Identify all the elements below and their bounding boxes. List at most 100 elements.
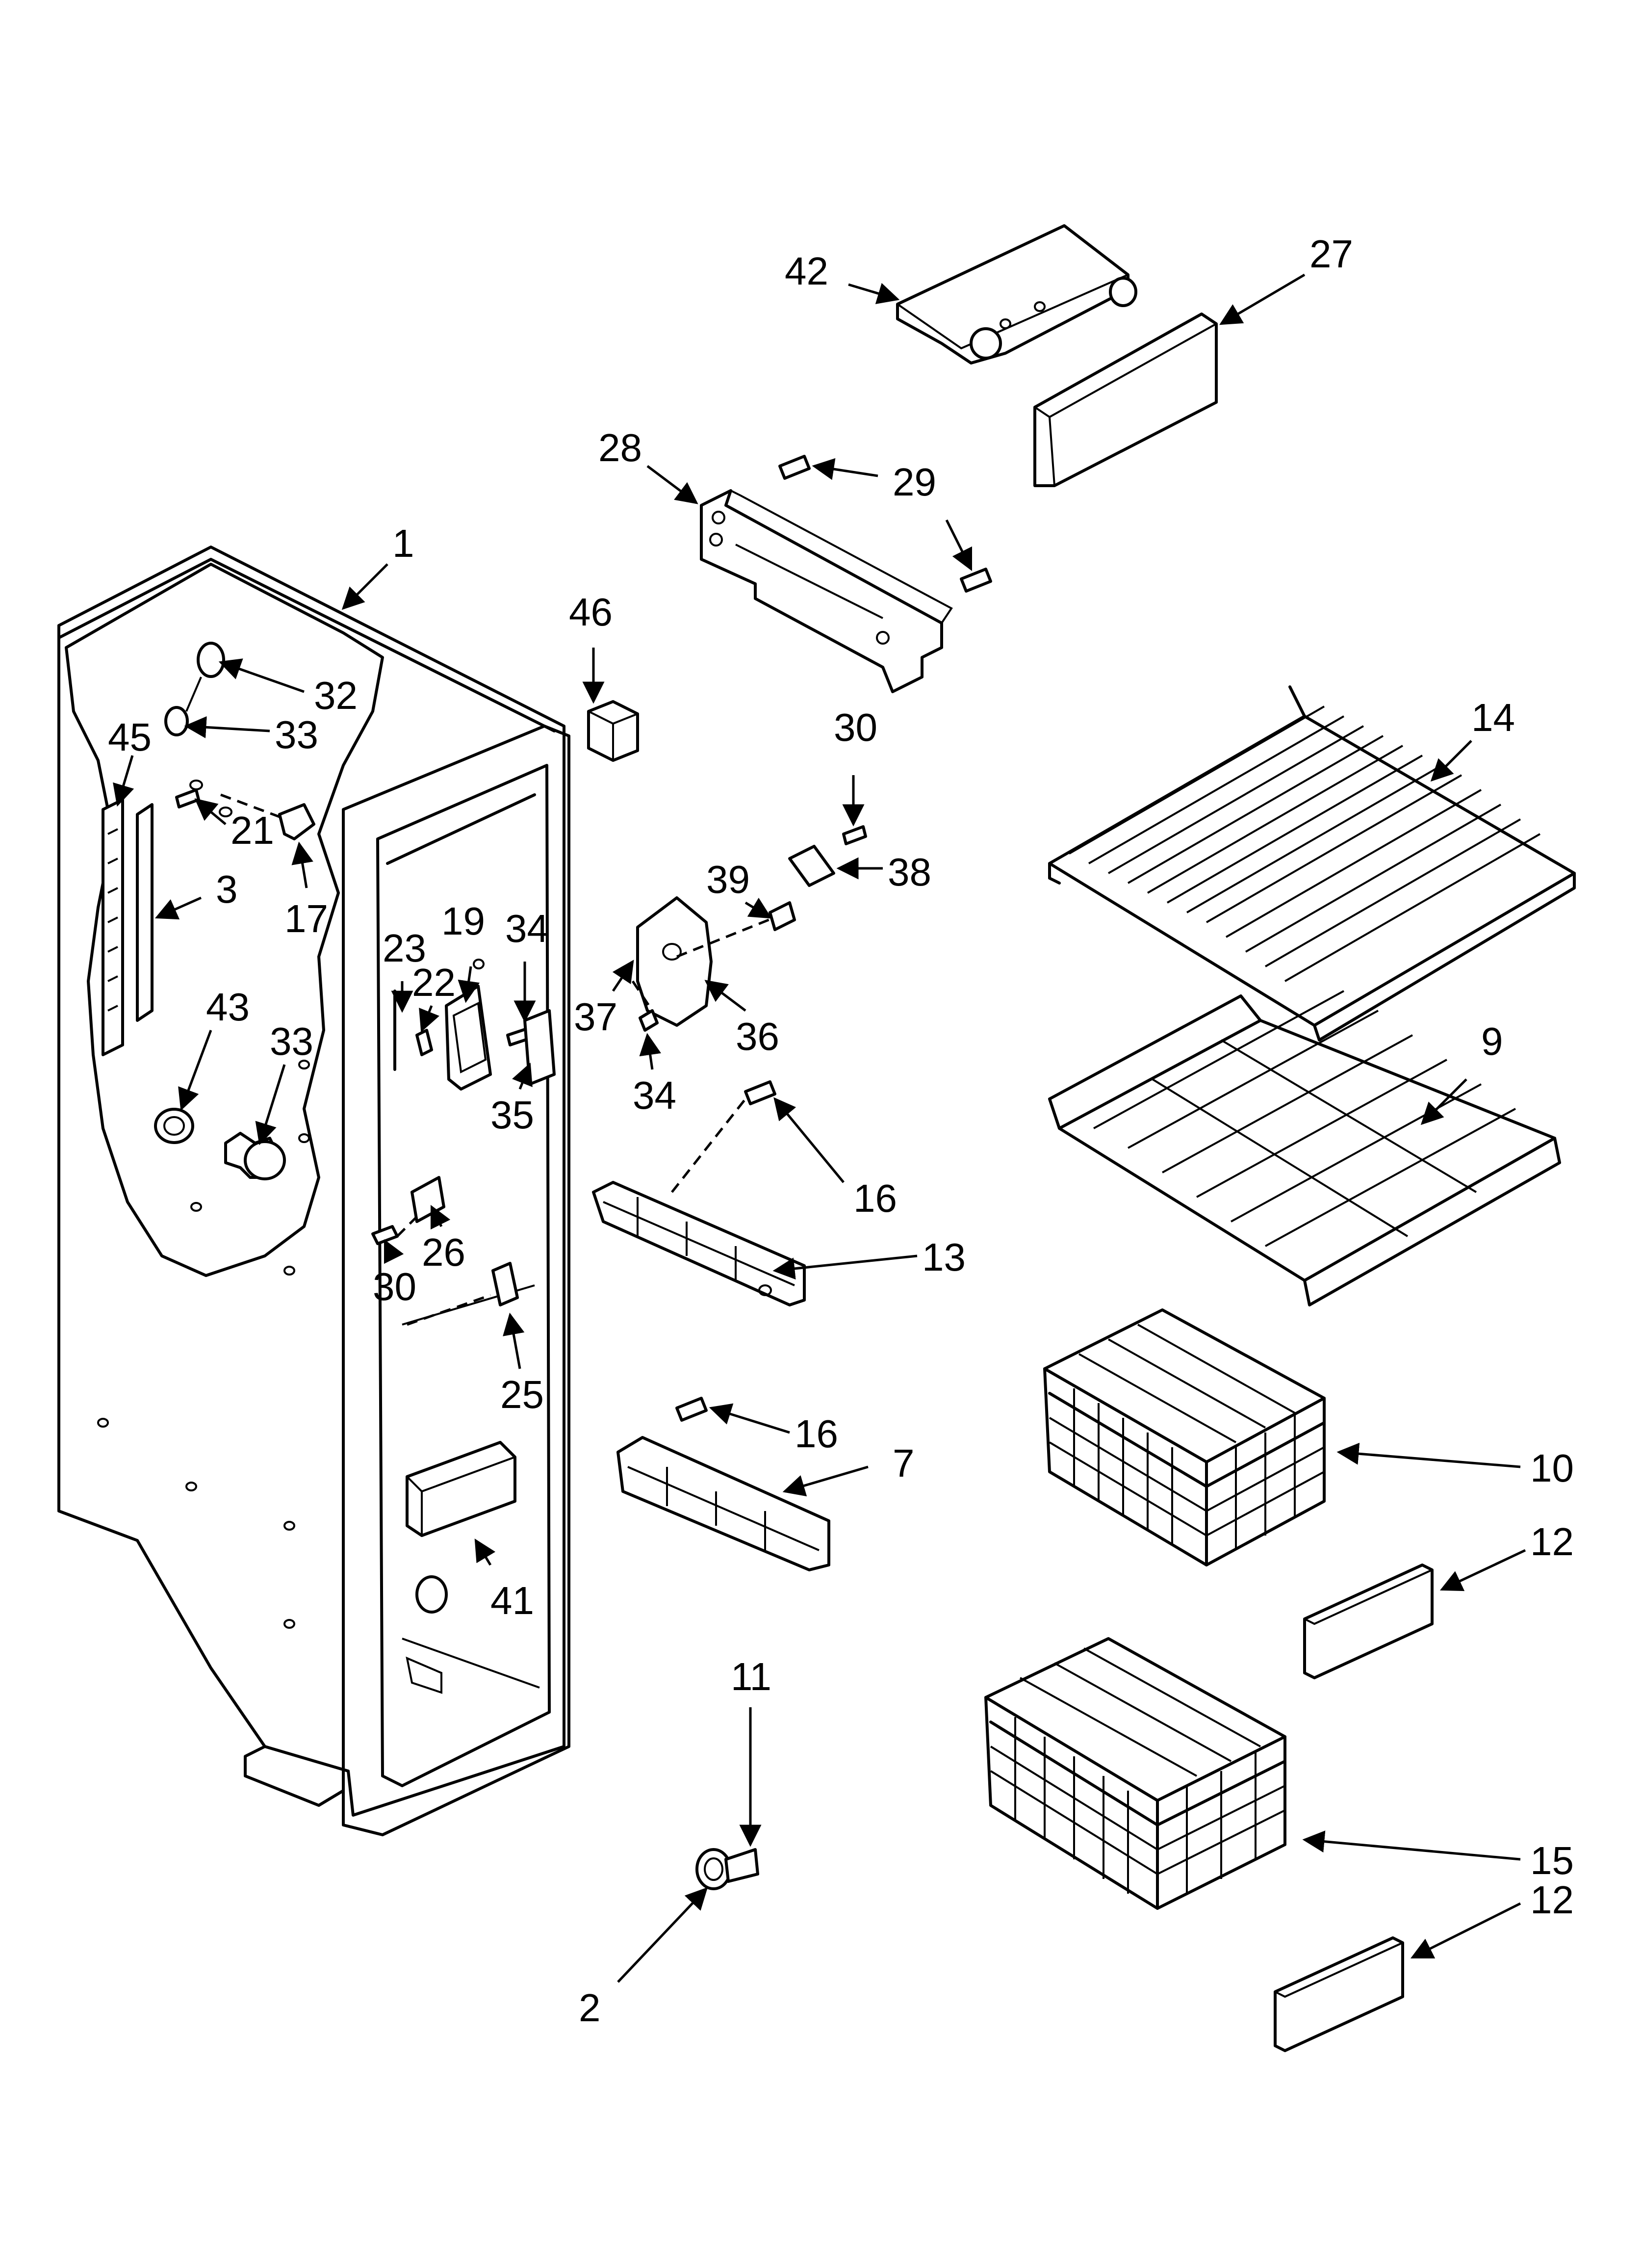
leader-26: [430, 1204, 451, 1230]
callout-34-right: 34: [633, 1073, 676, 1117]
callout-37: 37: [574, 995, 617, 1039]
basket-part-15: [984, 1637, 1286, 1910]
callout-11: 11: [731, 1655, 771, 1698]
upper-light-socket-part: [164, 642, 225, 736]
leader-10: [1336, 1442, 1521, 1468]
leader-21: [194, 798, 227, 825]
callout-9: 9: [1481, 1019, 1503, 1063]
callout-36: 36: [736, 1015, 779, 1058]
hinge-bracket-part-42: [896, 224, 1137, 365]
callout-22: 22: [412, 961, 456, 1004]
roller-part-2: [695, 1848, 759, 1890]
callout-7: 7: [893, 1441, 915, 1485]
callout-45: 45: [108, 715, 152, 759]
leader-42: [848, 283, 900, 304]
leader-15: [1302, 1830, 1521, 1861]
callout-39: 39: [706, 858, 750, 901]
callout-38: 38: [888, 850, 931, 894]
leader-39: [744, 897, 772, 919]
leader-25: [503, 1312, 525, 1369]
callout-13: 13: [922, 1235, 966, 1279]
callout-33-lower: 33: [270, 1019, 313, 1063]
thermostat-housing-part-36: [631, 896, 796, 1032]
leader-22: [419, 1005, 439, 1033]
callout-33-upper: 33: [275, 713, 318, 756]
leader-16a: [773, 1097, 845, 1183]
callout-30-right: 30: [834, 705, 877, 749]
callout-29: 29: [893, 460, 936, 504]
bracket-part-28: [700, 455, 992, 693]
leader-29a: [812, 458, 878, 480]
leader-12a: [1439, 1549, 1526, 1591]
callout-1: 1: [392, 521, 414, 565]
callout-46: 46: [569, 590, 613, 634]
callout-15: 15: [1530, 1839, 1574, 1882]
callout-41: 41: [490, 1579, 534, 1622]
bracket-part-17: [220, 793, 315, 840]
leader-32: [218, 658, 305, 693]
leader-28: [646, 465, 698, 504]
basket-part-10: [1043, 1308, 1326, 1566]
leader-3: [154, 896, 202, 920]
callout-labels: 1 2 3 7 9 10 11 12 12 13 14 15 16 16 17 …: [108, 232, 1574, 2030]
callout-10: 10: [1530, 1446, 1574, 1490]
leader-36: [704, 980, 746, 1012]
callout-21: 21: [231, 808, 274, 852]
light-rail-part: [102, 798, 154, 1056]
lower-light-part: [154, 1108, 286, 1180]
leader-12b: [1410, 1902, 1521, 1959]
cabinet-liner-part: [57, 546, 570, 1836]
control-board-part-38: [788, 825, 867, 887]
callout-17: 17: [284, 897, 328, 940]
leader-27: [1219, 273, 1306, 325]
leader-14: [1430, 740, 1472, 782]
callout-3: 3: [216, 867, 238, 911]
leader-7: [782, 1465, 869, 1497]
callout-16-lower: 16: [795, 1412, 838, 1456]
callout-12-upper: 12: [1530, 1520, 1574, 1564]
leader-45: [113, 755, 134, 807]
basket-handle-part-12-lower: [1274, 1936, 1404, 2052]
leader-33a: [184, 716, 270, 738]
leader-35: [512, 1062, 533, 1090]
wire-shelf-part-14: [1048, 685, 1576, 1042]
callout-12-lower: 12: [1530, 1878, 1574, 1922]
lower-panel-part-7: [616, 1397, 830, 1571]
leader-33b: [255, 1064, 286, 1146]
cover-panel-part-27: [1033, 313, 1218, 487]
callout-16-upper: 16: [853, 1176, 897, 1220]
vent-duct-part: [406, 1441, 516, 1537]
leader-37: [612, 960, 634, 992]
callout-32: 32: [314, 674, 358, 717]
callout-43: 43: [206, 985, 250, 1029]
callout-2: 2: [579, 1986, 601, 2030]
leader-9: [1420, 1078, 1467, 1125]
leader-2: [617, 1887, 708, 1983]
leader-34b: [639, 1033, 662, 1070]
control-panel-part-13: [592, 1080, 806, 1306]
callout-26: 26: [422, 1230, 465, 1274]
callout-30-left: 30: [373, 1265, 416, 1308]
leader-16b: [709, 1403, 790, 1434]
leader-19: [458, 966, 480, 1003]
clip-part-46: [587, 700, 639, 762]
callout-42: 42: [785, 249, 828, 293]
callout-35: 35: [490, 1093, 534, 1137]
leader-30a: [384, 1239, 404, 1264]
callout-28: 28: [598, 426, 642, 469]
leader-17: [291, 841, 313, 888]
callout-19: 19: [441, 899, 485, 943]
callout-23: 23: [383, 926, 426, 970]
leader-41: [474, 1538, 496, 1566]
callout-25: 25: [500, 1373, 544, 1416]
leader-43: [178, 1030, 212, 1111]
leader-1: [341, 563, 388, 610]
callout-34-left: 34: [505, 907, 549, 950]
callout-27: 27: [1309, 232, 1353, 276]
callout-14: 14: [1471, 696, 1515, 739]
leader-29b: [945, 519, 973, 572]
basket-handle-part-12-upper: [1303, 1564, 1434, 1679]
screw-part-21: [175, 788, 200, 808]
leader-13: [772, 1254, 918, 1280]
